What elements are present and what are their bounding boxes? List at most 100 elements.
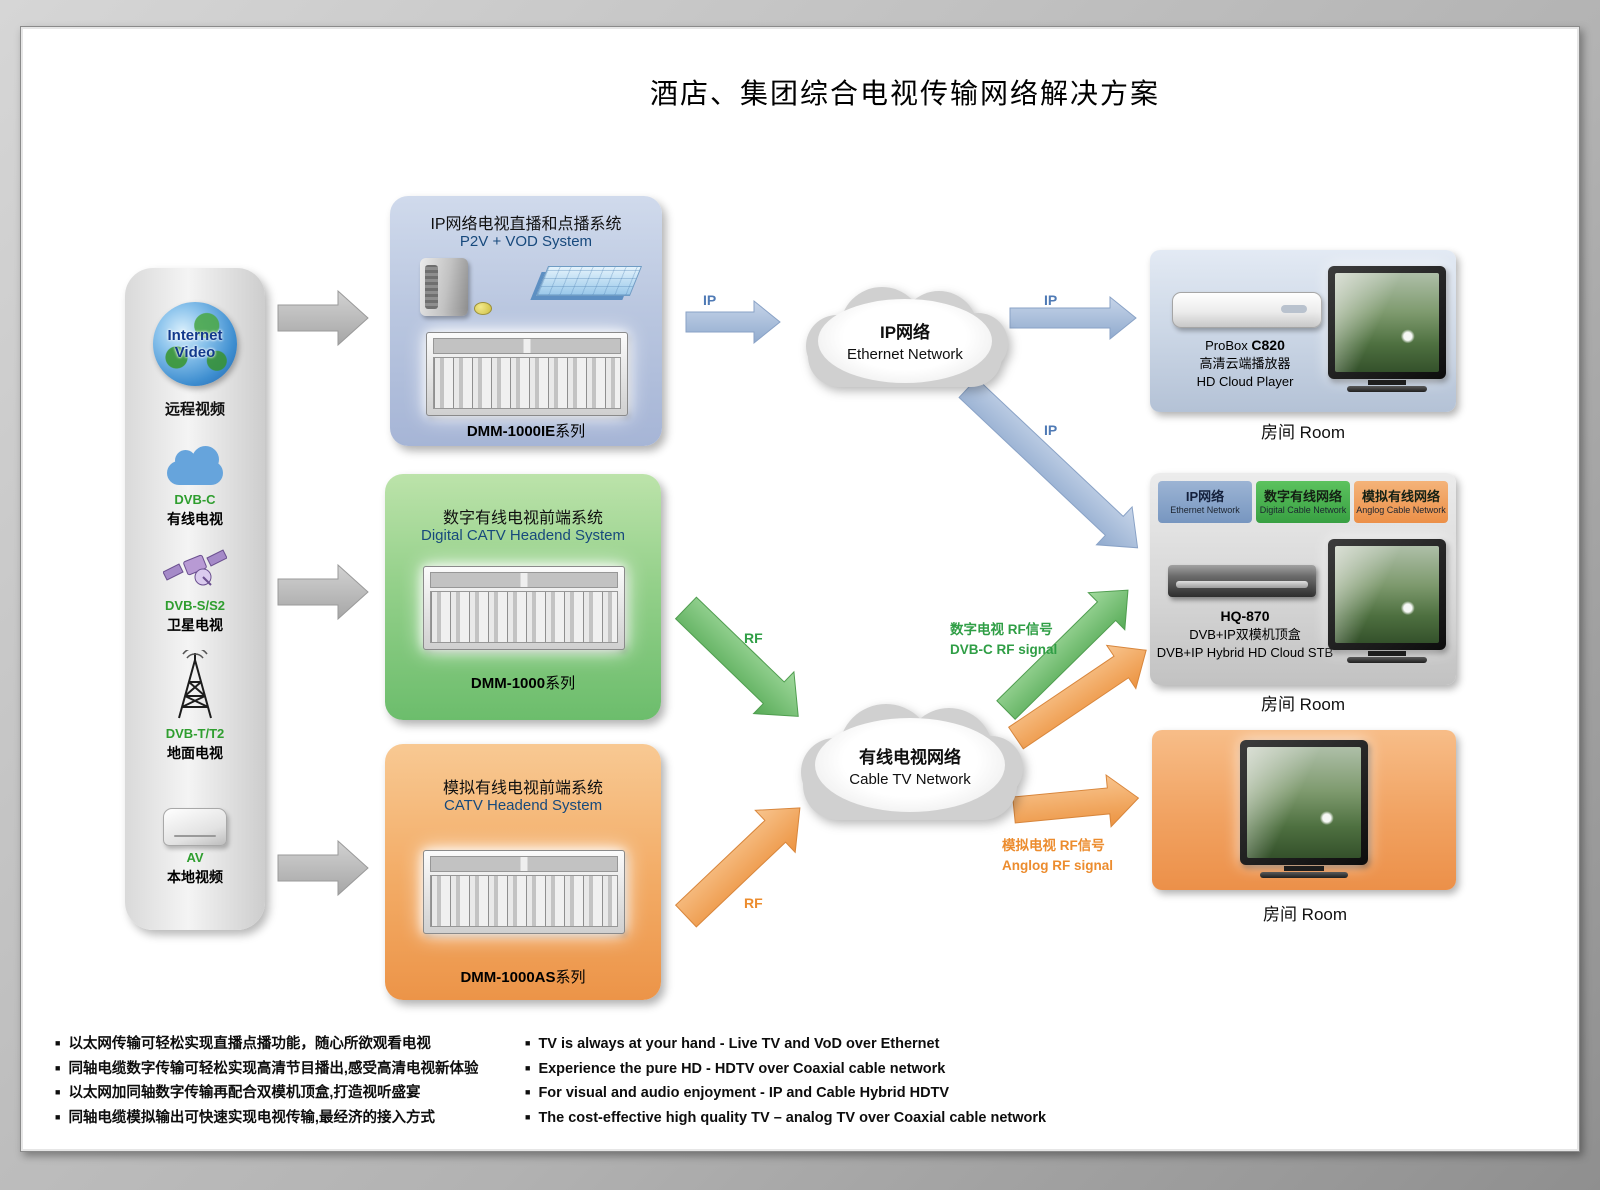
hq870-caption: HQ-870 DVB+IP双模机顶盒 DVB+IP Hybrid HD Clou… (1150, 607, 1340, 662)
hq870-model: HQ-870 (1220, 608, 1270, 624)
ip-network-cloud: IP网络 Ethernet Network (800, 283, 1010, 398)
hq870-caption-zh: DVB+IP双模机顶盒 (1189, 627, 1301, 642)
label-digital-rf-signal: 数字电视 RF信号 DVB-C RF signal (950, 620, 1057, 660)
digital-rf-label-zh: 数字电视 RF信号 (950, 622, 1053, 637)
room-panel-probox: ProBox C820 高清云端播放器 HD Cloud Player (1150, 250, 1456, 412)
system-model: DMM-1000IE系列 (390, 420, 662, 441)
room-label-analog-tv: 房间 Room (1262, 905, 1348, 924)
room-panel-analog-tv (1152, 730, 1456, 890)
server-switch-illustration (390, 250, 662, 328)
source-name: DVB-S/S2 (165, 598, 225, 613)
label-rf-digital: RF (744, 630, 763, 646)
footer-line: The cost-effective high quality TV – ana… (525, 1106, 1046, 1131)
tag-label-en: Digital Cable Network (1259, 505, 1347, 515)
headend-rack-icon (423, 566, 625, 650)
cloud-icon (167, 446, 223, 485)
internet-globe-icon: Internet Video (153, 302, 237, 386)
system-box-analog-catv: 模拟有线电视前端系统 CATV Headend System DMM-1000A… (385, 744, 661, 1000)
label-analog-rf-signal: 模拟电视 RF信号 Anglog RF signal (1002, 836, 1113, 876)
source-item-dvbt: DVB-T/T2 地面电视 (125, 650, 265, 763)
arrow-ip-cloud-to-probox (1009, 295, 1137, 341)
ip-cloud-label-en: Ethernet Network (847, 346, 963, 363)
room-label-hq870: 房间 Room (1260, 695, 1346, 714)
arrow-source-to-analog-system (277, 839, 369, 897)
system-title-en: CATV Headend System (443, 797, 603, 814)
system-title-zh: 模拟有线电视前端系统 (442, 780, 603, 797)
label-rf-analog: RF (744, 895, 763, 911)
footer-line: 同轴电缆模拟输出可快速实现电视传输,最经济的接入方式 (55, 1106, 478, 1131)
arrow-ip-system-to-cloud (685, 299, 781, 345)
source-name: DVB-C (174, 492, 216, 507)
system-model: DMM-1000AS系列 (385, 966, 661, 987)
footer-bullets-en: TV is always at your hand - Live TV and … (525, 1032, 1046, 1130)
tag-label-en: Anglog Cable Network (1356, 505, 1446, 515)
source-caption: 地面电视 (167, 745, 223, 761)
internet-label-line1: Internet (167, 327, 223, 344)
label-ip-3: IP (1044, 422, 1058, 438)
probox-caption-zh: 高清云端播放器 (1199, 356, 1291, 371)
arrow-catv-cloud-to-analog-room (1012, 773, 1140, 828)
probox-brand: ProBox (1205, 338, 1252, 353)
page-title: 酒店、集团综合电视传输网络解决方案 (650, 79, 1161, 110)
probox-caption: ProBox C820 高清云端播放器 HD Cloud Player (1150, 336, 1340, 391)
probox-player-icon (1172, 292, 1322, 328)
system-title-zh: 数字有线电视前端系统 (442, 510, 603, 527)
tv-icon (1328, 539, 1446, 663)
footer-line: Experience the pure HD - HDTV over Coaxi… (525, 1057, 1046, 1082)
tag-label-en: Ethernet Network (1170, 505, 1240, 515)
source-caption: 本地视频 (167, 869, 223, 885)
tag-label-zh: 数字有线网络 (1263, 489, 1342, 504)
headend-rack-icon (423, 850, 625, 934)
tower-icon (178, 650, 212, 719)
model-number: DMM-1000 (470, 675, 546, 692)
av-player-icon (163, 808, 227, 846)
system-model: DMM-1000系列 (385, 672, 661, 693)
internet-label-line2: Video (174, 344, 216, 361)
satellite-icon (163, 549, 227, 586)
mouse-icon (474, 302, 492, 315)
model-number: DMM-1000IE (466, 423, 556, 440)
source-item-dvbc: DVB-C 有线电视 (125, 436, 265, 529)
source-item-av: AV 本地视频 (125, 798, 265, 887)
footer-line: For visual and audio enjoyment - IP and … (525, 1081, 1046, 1106)
probox-caption-en: HD Cloud Player (1196, 374, 1294, 389)
ethernet-switch-icon (535, 266, 643, 296)
tag-label-zh: IP网络 (1185, 489, 1225, 504)
arrow-source-to-ip-system (277, 289, 369, 347)
ip-cloud-label-zh: IP网络 (879, 323, 931, 342)
cable-tv-network-cloud: 有线电视网络 Cable TV Network (795, 700, 1025, 830)
source-name: AV (186, 850, 204, 865)
probox-model: C820 (1251, 337, 1285, 353)
system-title-en: P2V + VOD System (459, 233, 593, 250)
system-box-digital-catv: 数字有线电视前端系统 Digital CATV Headend System D… (385, 474, 661, 720)
footer-line: 同轴电缆数字传输可轻松实现高清节目播出,感受高清电视新体验 (55, 1057, 478, 1082)
source-name: DVB-T/T2 (165, 726, 225, 741)
system-box-ip-vod: IP网络电视直播和点播系统 P2V + VOD System DMM-1000I… (390, 196, 662, 446)
tag-analog-cable-network: 模拟有线网络 Anglog Cable Network (1354, 481, 1448, 523)
tv-icon (1240, 740, 1368, 878)
server-tower-icon (420, 258, 468, 316)
catv-cloud-label-zh: 有线电视网络 (859, 747, 961, 767)
footer-line: 以太网加同轴数字传输再配合双模机顶盒,打造视听盛宴 (55, 1081, 478, 1106)
tag-digital-cable-network: 数字有线网络 Digital Cable Network (1256, 481, 1350, 523)
tv-icon (1328, 266, 1446, 392)
catv-cloud-label-en: Cable TV Network (849, 770, 971, 788)
arrow-ip-cloud-to-hq870 (958, 377, 1139, 549)
room-panel-hq870: IP网络 Ethernet Network 数字有线网络 Digital Cab… (1150, 473, 1456, 685)
hq870-caption-en: DVB+IP Hybrid HD Cloud STB (1156, 645, 1334, 660)
signal-source-panel: Internet Video 远程视频 DVB-C 有线电视 (125, 268, 265, 930)
headend-rack-icon (426, 332, 628, 416)
analog-rf-label-zh: 模拟电视 RF信号 (1002, 838, 1105, 853)
model-number: DMM-1000AS (460, 969, 556, 986)
tag-ethernet-network: IP网络 Ethernet Network (1158, 481, 1252, 523)
room-label-probox: 房间 Room (1260, 423, 1346, 442)
footer-bullets-zh: 以太网传输可轻松实现直播点播功能，随心所欲观看电视 同轴电缆数字传输可轻松实现高… (55, 1032, 478, 1130)
model-suffix: 系列 (545, 675, 576, 692)
arrow-source-to-digital-system (277, 563, 369, 621)
analog-rf-label-en: Anglog RF signal (1002, 858, 1113, 873)
label-ip-1: IP (703, 292, 717, 308)
system-title-zh: IP网络电视直播和点播系统 (430, 216, 622, 233)
model-suffix: 系列 (555, 423, 586, 440)
source-caption: 卫星电视 (167, 617, 223, 633)
